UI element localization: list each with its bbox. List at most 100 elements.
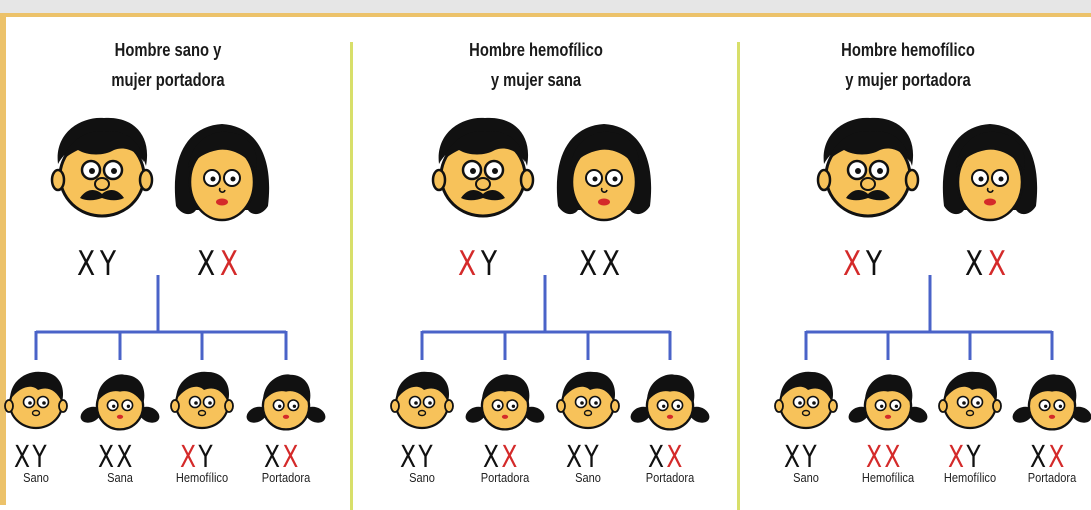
boy-face [556,371,620,430]
girl-face [848,374,928,431]
father-genotype: XY [458,244,502,284]
mother-face [942,124,1038,222]
chromosome-x: X [501,440,520,475]
mother-genotype: XX [197,244,243,284]
child-status-label: Sano [575,470,601,485]
girl-face [80,374,160,431]
child-status-label: Portadora [645,470,695,485]
child-genotype: XX [648,440,685,475]
girl-face [630,374,710,431]
chromosome-y: Y [584,440,602,475]
father-face [431,117,535,218]
mother-face [556,124,652,222]
chromosome-x: X [219,244,243,284]
boy-face [170,371,234,430]
child-status-label: Sana [107,470,133,485]
chromosome-x: X [1030,440,1049,475]
chromosome-y: Y [480,244,502,284]
top-accent-line [0,13,1091,17]
child-status-label: Sano [23,470,49,485]
chromosome-y: Y [99,244,121,284]
chromosome-x: X [98,440,117,475]
chromosome-x: X [566,440,585,475]
chromosome-x: X [180,440,199,475]
child-status-label: Portadora [480,470,530,485]
boy-face [390,371,454,430]
cross-title-line-2: y mujer portadora [845,70,971,90]
child-status-label: Hemofílica [861,470,915,485]
chromosome-x: X [1048,440,1067,475]
cross-title: Hombre hemofílico y mujer sana [397,35,676,95]
child-status-label: Hemofílico [175,470,229,485]
panel-divider-1 [350,42,353,510]
child-genotype: XY [14,440,49,475]
chromosome-x: X [14,440,33,475]
chromosome-x: X [666,440,685,475]
child-status-label: Sano [409,470,435,485]
mother-genotype: XX [965,244,1011,284]
child-genotype: XY [784,440,819,475]
chromosome-y: Y [865,244,887,284]
cross-panel-3: Hombre hemofílico y mujer portadora [740,17,1091,505]
cross-title-line-2: mujer portadora [111,70,225,90]
child-genotype: XX [98,440,135,475]
chromosome-x: X [197,244,220,284]
child-genotype: XY [180,440,215,475]
father-face [50,117,154,218]
chromosome-x: X [648,440,667,475]
child-genotype: XY [566,440,601,475]
cross-title: Hombre sano y mujer portadora [29,35,308,95]
left-border [0,13,6,505]
boy-face [774,371,838,430]
chromosome-x: X [579,244,602,284]
girl-face [1012,374,1091,431]
chromosome-x: X [601,244,625,284]
mother-face [174,124,270,222]
cross-panel-1: Hombre sano y mujer portadora [0,17,350,505]
cross-title-line-2: y mujer sana [490,70,582,90]
panel-divider-2 [737,42,740,510]
cross-title-line-1: Hombre sano y [114,40,222,60]
mother-genotype: XX [579,244,625,284]
father-genotype: XY [77,244,121,284]
chromosome-x: X [264,440,283,475]
chromosome-x: X [987,244,1011,284]
girl-face [465,374,545,431]
boy-face [4,371,68,430]
chromosome-x: X [116,440,135,475]
father-genotype: XY [843,244,887,284]
cross-title-line-1: Hombre hemofílico [841,40,975,60]
father-face [816,117,920,218]
chromosome-x: X [282,440,301,475]
chromosome-x: X [965,244,988,284]
cross-title-line-1: Hombre hemofílico [469,40,603,60]
chromosome-x: X [948,440,967,475]
child-status-label: Portadora [1027,470,1077,485]
girl-face [246,374,326,431]
child-genotype: XY [400,440,435,475]
chromosome-x: X [784,440,803,475]
child-status-label: Hemofílico [943,470,997,485]
child-genotype: XX [866,440,903,475]
cross-title: Hombre hemofílico y mujer portadora [769,35,1048,95]
chromosome-y: Y [418,440,436,475]
chromosome-y: Y [198,440,216,475]
chromosome-y: Y [802,440,820,475]
chromosome-x: X [843,244,866,284]
chromosome-x: X [458,244,481,284]
child-status-label: Sano [793,470,819,485]
chromosome-x: X [483,440,502,475]
chromosome-x: X [400,440,419,475]
child-genotype: XX [264,440,301,475]
child-genotype: XX [483,440,520,475]
chromosome-y: Y [966,440,984,475]
chromosome-x: X [866,440,885,475]
child-genotype: XY [948,440,983,475]
chromosome-x: X [884,440,903,475]
boy-face [938,371,1002,430]
cross-panel-2: Hombre hemofílico y mujer sana [353,17,737,505]
chromosome-y: Y [32,440,50,475]
child-status-label: Portadora [261,470,311,485]
